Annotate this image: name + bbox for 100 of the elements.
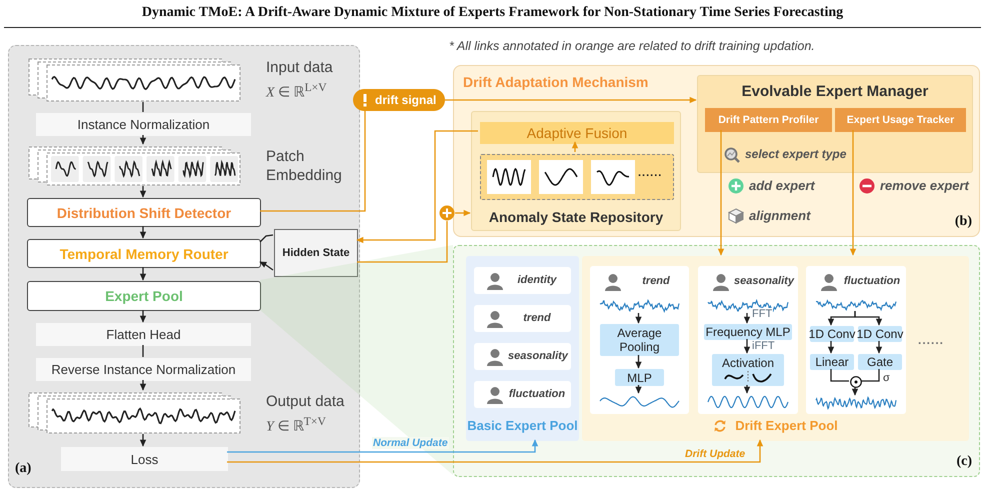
expert-name: seasonality bbox=[508, 350, 566, 362]
process-box: Distribution Shift Detector bbox=[27, 198, 261, 227]
expert-name: trend bbox=[641, 275, 671, 287]
expert-item bbox=[474, 381, 571, 408]
arrow bbox=[140, 186, 146, 198]
panel-title: Evolvable Expert Manager bbox=[740, 83, 930, 100]
arrow bbox=[828, 341, 834, 354]
expert-item bbox=[474, 305, 571, 332]
arrow bbox=[635, 313, 642, 324]
expert-name: seasonality bbox=[734, 275, 794, 287]
expert-pool-panel bbox=[582, 256, 969, 441]
arrow bbox=[850, 130, 856, 256]
pattern-box bbox=[480, 154, 674, 200]
expert-name: fluctuation bbox=[842, 275, 902, 287]
arrow bbox=[140, 135, 146, 145]
panel-label: (c) bbox=[956, 454, 972, 470]
expert-card bbox=[590, 266, 689, 414]
arrow bbox=[140, 434, 146, 447]
process-box: Instance Normalization bbox=[36, 113, 251, 136]
process-box: Hidden State bbox=[274, 229, 358, 277]
arrow bbox=[744, 313, 750, 324]
math-formula: Y ∈ ℝ$^{T×V}$ bbox=[266, 415, 326, 436]
connector-line bbox=[861, 369, 880, 382]
arrow bbox=[356, 130, 478, 244]
process-box: Temporal Memory Router bbox=[27, 239, 261, 268]
connector-line bbox=[260, 234, 274, 242]
expert-pool-panel bbox=[466, 256, 579, 441]
expert-card bbox=[806, 266, 906, 414]
process-box: Gate bbox=[858, 354, 902, 370]
module-tag: Drift Pattern Profiler bbox=[705, 108, 832, 132]
connector-line bbox=[142, 102, 144, 112]
expert-item bbox=[474, 267, 571, 294]
panel-label: (b) bbox=[954, 214, 972, 230]
arrow bbox=[876, 341, 882, 354]
arrow bbox=[854, 311, 882, 326]
panel bbox=[453, 245, 980, 477]
panel bbox=[8, 45, 360, 488]
arrow bbox=[455, 210, 471, 216]
arrow bbox=[140, 267, 146, 281]
manager-panel bbox=[697, 75, 973, 173]
expert-name: identity bbox=[516, 274, 558, 286]
arrow bbox=[718, 130, 724, 256]
math-formula: X ∈ ℝ$^{L×V}$ bbox=[266, 81, 327, 102]
ellipsis-text: ...... bbox=[918, 333, 944, 347]
note-text: * All links annotated in orange are related to drift training updation. bbox=[449, 39, 815, 53]
expert-item bbox=[474, 343, 571, 370]
action-label: select expert type bbox=[745, 147, 846, 161]
module-tag: Expert Usage Tracker bbox=[835, 108, 966, 132]
process-box: Expert Pool bbox=[27, 281, 261, 311]
process-box: Linear bbox=[810, 354, 854, 370]
arrow bbox=[140, 226, 146, 239]
process-box bbox=[712, 354, 784, 386]
arrow bbox=[227, 439, 538, 453]
process-box: 1D Conv bbox=[858, 326, 902, 342]
arrow bbox=[227, 439, 764, 463]
signal-label: drift signal bbox=[375, 93, 436, 107]
arrow bbox=[259, 261, 274, 271]
process-box: Loss bbox=[61, 447, 228, 471]
process-box: Flatten Head bbox=[36, 323, 251, 346]
pool-title: Basic Expert Pool bbox=[467, 418, 578, 433]
expert-name: fluctuation bbox=[508, 388, 566, 400]
arrow bbox=[744, 385, 750, 394]
process-box: Adaptive Fusion bbox=[480, 122, 674, 144]
process-box: MLP bbox=[615, 369, 664, 386]
process-box: Frequency MLP bbox=[704, 324, 792, 340]
arrow bbox=[635, 355, 642, 369]
repository-panel bbox=[471, 111, 681, 231]
expert-name: trend bbox=[522, 312, 552, 324]
title: Dynamic TMoE: A Drift-Aware Dynamic Mixture of Experts Framework for Non-Stationary Time Series Forecasting bbox=[140, 5, 844, 21]
panel-title: Anomaly State Repository bbox=[488, 209, 664, 225]
edge-label: Drift Update bbox=[684, 448, 746, 460]
pool-title: Drift Expert Pool bbox=[735, 418, 838, 433]
edge-label: FFT bbox=[751, 308, 774, 320]
box-label: Activation bbox=[720, 356, 776, 370]
ellipsis-text: ...... bbox=[638, 167, 662, 179]
process-box: 1D Conv bbox=[810, 326, 854, 342]
data-label: Output data bbox=[266, 393, 344, 410]
edge-label: σ bbox=[882, 372, 891, 384]
action-label: remove expert bbox=[880, 178, 969, 193]
arrow bbox=[140, 380, 146, 391]
action-label: alignment bbox=[749, 208, 810, 223]
arrow bbox=[744, 339, 750, 354]
process-box: Average Pooling bbox=[600, 324, 679, 356]
arrow bbox=[140, 310, 146, 323]
data-label: Patch Embedding bbox=[266, 147, 343, 185]
arrow bbox=[852, 387, 858, 396]
action-label: add expert bbox=[749, 178, 815, 193]
connector-line bbox=[260, 111, 366, 212]
arrow bbox=[445, 96, 697, 104]
process-box: Reverse Instance Normalization bbox=[36, 358, 251, 381]
connector-line bbox=[142, 345, 144, 357]
edge-label: Normal Update bbox=[372, 437, 449, 449]
arrow bbox=[635, 385, 642, 394]
panel-title: Drift Adaptation Mechanism bbox=[463, 74, 648, 90]
panel bbox=[453, 65, 980, 237]
connector-line bbox=[357, 221, 448, 263]
connector-line bbox=[830, 369, 849, 382]
data-label: Input data bbox=[266, 59, 333, 76]
edge-label: iFFT bbox=[751, 340, 776, 352]
expert-card bbox=[698, 266, 798, 414]
